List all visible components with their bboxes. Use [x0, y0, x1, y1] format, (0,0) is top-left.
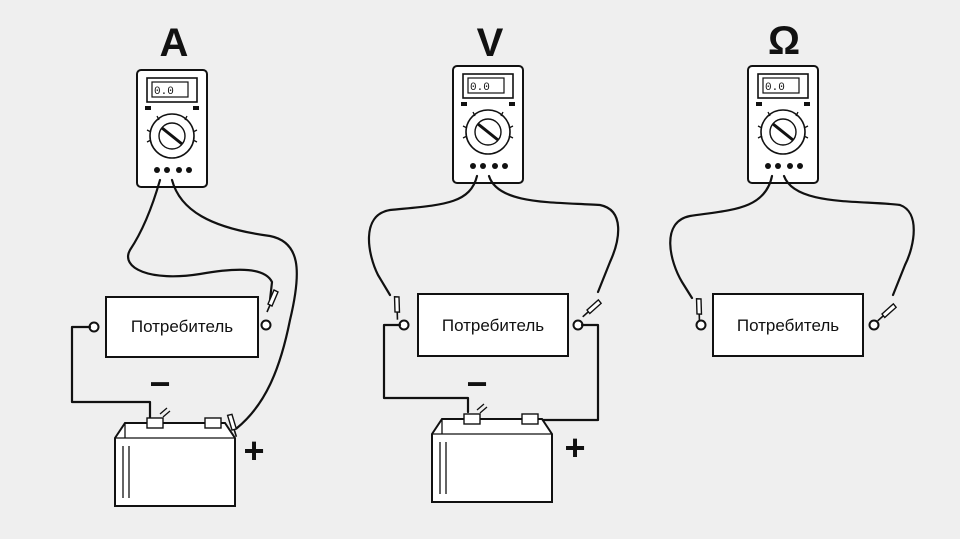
voltmeter-title: V	[477, 21, 504, 65]
ammeter-title: A	[160, 21, 189, 65]
circuit-wire	[382, 323, 470, 414]
probe-icon	[876, 300, 898, 327]
test-lead-black	[367, 174, 479, 297]
test-lead-red	[782, 174, 915, 297]
panel-ohmmeter: Ω Потребитель	[669, 19, 915, 357]
probe-icon	[266, 289, 279, 313]
test-lead-black	[127, 178, 274, 302]
terminal-icon	[260, 319, 272, 331]
terminal-icon	[868, 319, 880, 331]
positive-sign: +	[564, 427, 585, 468]
negative-sign: −	[466, 363, 487, 404]
battery-ammeter	[114, 407, 236, 507]
load-label-ammeter: Потребитель	[131, 317, 233, 336]
negative-sign: −	[149, 363, 170, 404]
multimeter-ammeter	[135, 68, 209, 189]
test-lead-red	[170, 178, 298, 430]
load-box-ohmmeter	[712, 293, 864, 357]
probe-icon	[387, 294, 409, 321]
ohmmeter-title: Ω	[768, 19, 800, 63]
positive-sign: +	[243, 430, 264, 471]
terminal-icon	[695, 319, 707, 331]
battery-voltmeter	[431, 403, 553, 503]
test-lead-black	[669, 174, 774, 300]
probe-icon	[581, 296, 603, 323]
load-label-voltmeter: Потребитель	[442, 316, 544, 335]
test-lead-red	[487, 174, 620, 294]
circuit-wire	[70, 325, 152, 420]
load-box-ammeter	[105, 296, 259, 358]
load-box-voltmeter	[417, 293, 569, 357]
probe-icon	[689, 296, 711, 323]
load-label-ohmmeter: Потребитель	[737, 316, 839, 335]
multimeter-ohmmeter	[746, 64, 820, 185]
multimeter-voltmeter	[451, 64, 525, 185]
panel-voltmeter: V Потребитель − +	[367, 21, 620, 503]
panel-ammeter: A Потребитель − +	[70, 21, 298, 507]
